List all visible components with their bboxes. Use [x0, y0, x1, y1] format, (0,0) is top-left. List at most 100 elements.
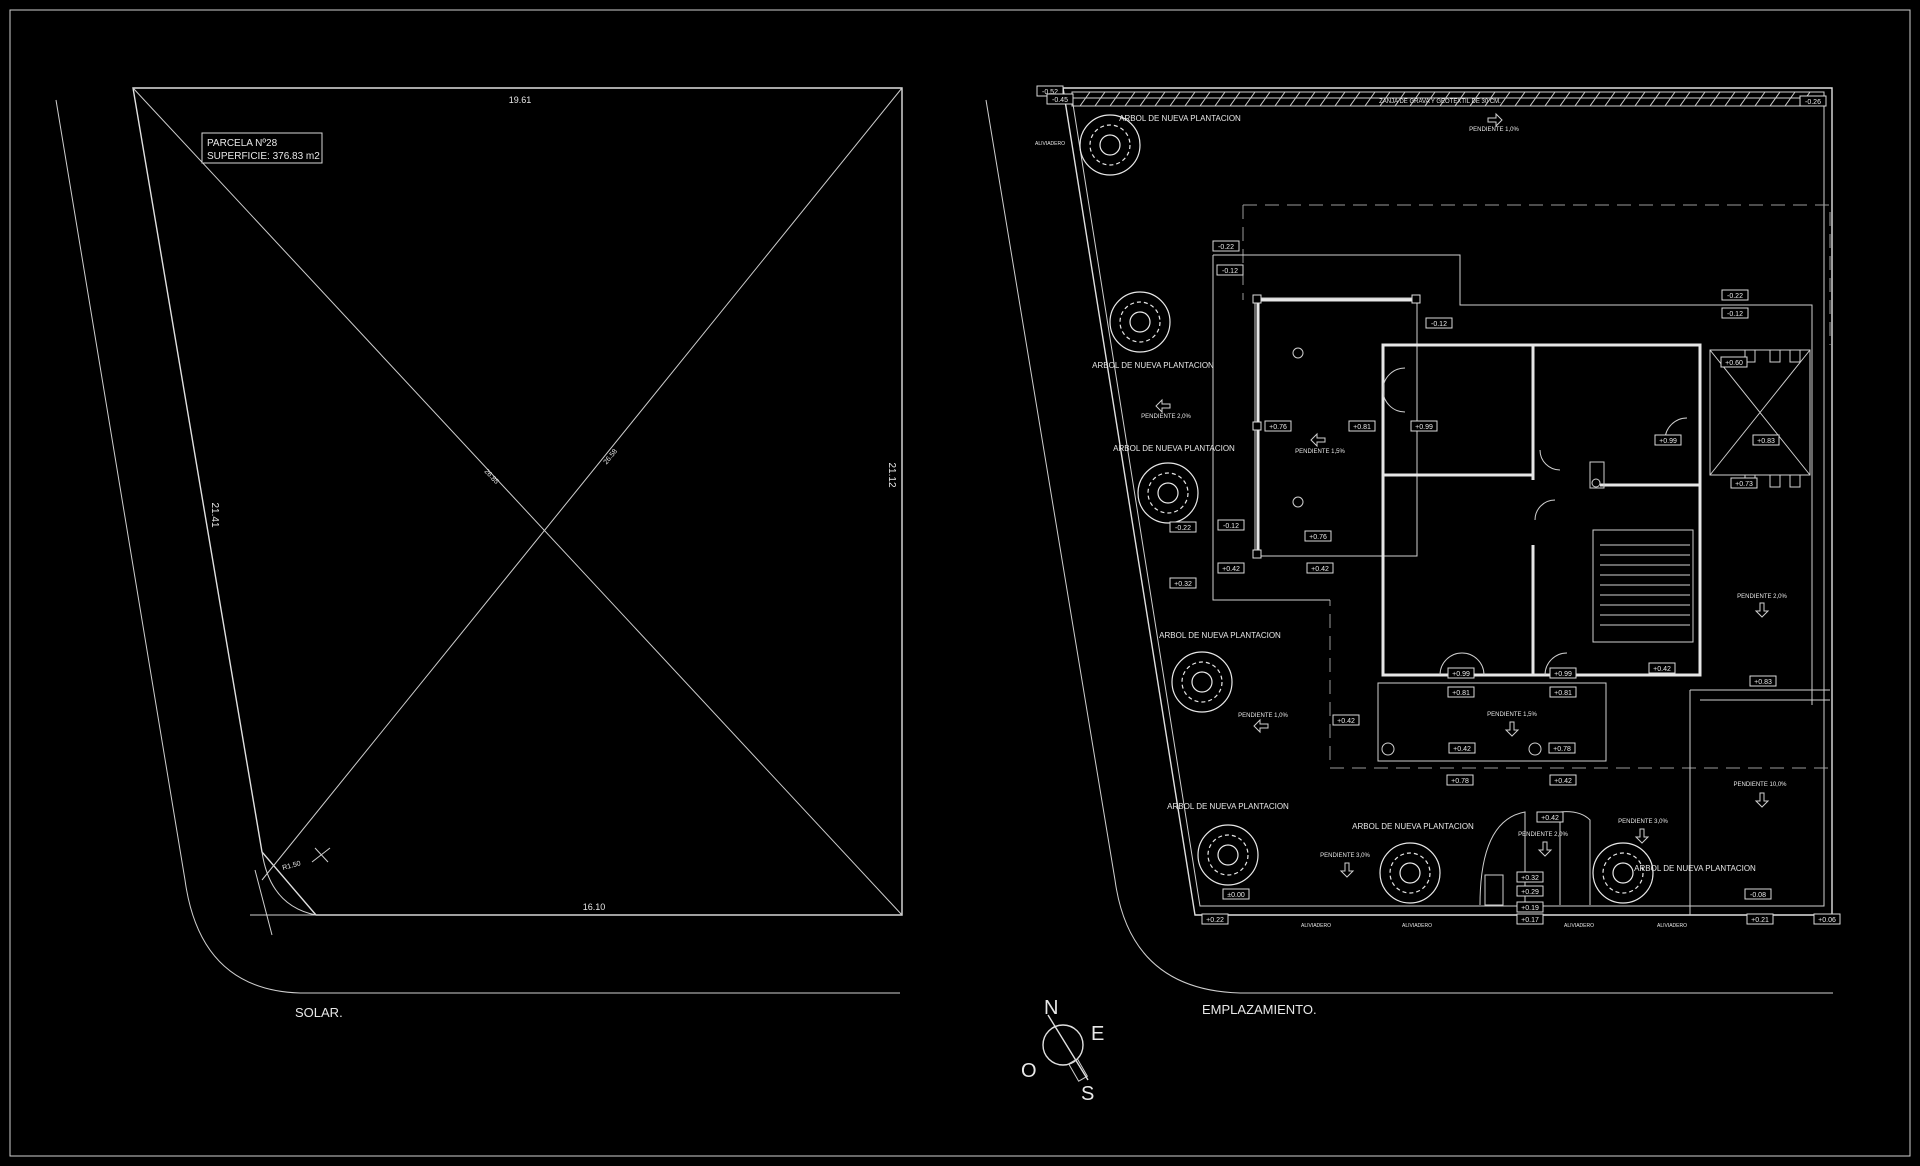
- tree-label: ARBOL DE NUEVA PLANTACION: [1113, 444, 1235, 453]
- level-tag: +0.42: [1311, 566, 1329, 573]
- level-tag-box: [1549, 774, 1577, 786]
- level-tag: +0.78: [1553, 746, 1571, 753]
- sink: [1591, 478, 1601, 488]
- level-tag-box: [1201, 913, 1229, 925]
- tree-labels: ARBOL DE NUEVA PLANTACION ARBOL DE NUEVA…: [1092, 114, 1756, 873]
- level-tag: +0.17: [1521, 917, 1539, 924]
- level-tag: -0.22: [1218, 244, 1234, 251]
- corner-mark-2: [314, 847, 329, 863]
- parcel-number: PARCELA Nº28: [207, 138, 278, 149]
- dim-top: 19.61: [509, 95, 532, 105]
- level-tag: -0.08: [1750, 892, 1766, 899]
- level-tag-box: [1212, 240, 1240, 252]
- site-title: EMPLAZAMIENTO.: [1202, 1002, 1317, 1017]
- level-tag: +0.19: [1521, 905, 1539, 912]
- level-tag-box: [1813, 913, 1841, 925]
- level-tag-box: [1516, 871, 1544, 883]
- level-tag: -0.12: [1431, 321, 1447, 328]
- level-tag-box: [1549, 686, 1577, 698]
- slope-arrows: [1155, 112, 1770, 878]
- level-tag-box: [1548, 742, 1576, 754]
- level-tag-box: [1516, 901, 1544, 913]
- level-tag-box: [1169, 577, 1197, 589]
- level-tag-box: [1217, 519, 1245, 531]
- parcel-surface: SUPERFICIE: 376.83 m2: [207, 151, 320, 162]
- level-tag: +0.78: [1451, 778, 1469, 785]
- level-tag: -0.22: [1727, 293, 1743, 300]
- tree: [1197, 824, 1259, 886]
- tree-label: ARBOL DE NUEVA PLANTACION: [1352, 822, 1474, 831]
- light-point: [1528, 742, 1542, 756]
- tree: [1592, 842, 1654, 904]
- slope-note: PENDIENTE 1,0%: [1238, 713, 1288, 719]
- pillar: [1252, 294, 1262, 304]
- tree: [1137, 462, 1199, 524]
- sheet-frame: [9, 9, 1911, 1157]
- level-tag-box: [1304, 530, 1332, 542]
- driveway: [1689, 689, 1830, 915]
- slope-note: PENDIENTE 3,0%: [1320, 853, 1370, 859]
- level-tags: -0.52-0.45-0.26-0.22-0.12-0.22-0.12-0.12…: [1036, 85, 1841, 925]
- gravel-note: ZANJA DE GRAVA Y GEOTEXTIL DE 30 CM.: [1379, 99, 1501, 105]
- level-tag: +0.99: [1659, 438, 1677, 445]
- house-outline: [1381, 343, 1702, 677]
- carport-posts: [1744, 349, 1801, 488]
- compass-west: O: [1021, 1060, 1037, 1082]
- gravel-hatch: [1079, 91, 1811, 107]
- pillar: [1411, 294, 1421, 304]
- drain-labels: ALIVIADERO ALIVIADERO ALIVIADERO ALIVIAD…: [1035, 141, 1687, 929]
- level-tag: -0.22: [1175, 525, 1191, 532]
- tree: [1079, 114, 1141, 176]
- stair-steps: [1600, 544, 1690, 626]
- compass-needle: [1047, 1014, 1089, 1081]
- tree: [1379, 842, 1441, 904]
- trees: [1079, 114, 1654, 904]
- drain-label: ALIVIADERO: [1564, 923, 1594, 929]
- solar-title: SOLAR.: [295, 1005, 343, 1020]
- slope-note: PENDIENTE 10,0%: [1733, 782, 1787, 788]
- site-plan: ZANJA DE GRAVA Y GEOTEXTIL DE 30 CM.: [985, 87, 1833, 994]
- drain-label: ALIVIADERO: [1657, 923, 1687, 929]
- level-tag-box: [1799, 95, 1827, 107]
- level-tag: +0.42: [1653, 666, 1671, 673]
- meter-box: [1484, 874, 1504, 906]
- level-tag: +0.29: [1521, 889, 1539, 896]
- tree-label: ARBOL DE NUEVA PLANTACION: [1119, 114, 1241, 123]
- level-tag-box: [1222, 888, 1250, 900]
- level-tag-box: [1744, 888, 1772, 900]
- setback-dashed-line: [1242, 204, 1831, 769]
- stairs: [1592, 529, 1694, 643]
- level-tag-box: [1720, 356, 1748, 368]
- dim-right: 21.12: [886, 462, 897, 487]
- level-tag: -0.52: [1042, 89, 1058, 96]
- site-inner-outline: [1071, 97, 1825, 907]
- level-tag: ±0.00: [1227, 892, 1245, 899]
- level-tag-box: [1516, 885, 1544, 897]
- parcel-info-box: [201, 132, 323, 164]
- tree: [1109, 291, 1171, 353]
- solar-plan: PARCELA Nº28 SUPERFICIE: 376.83 m2 19.61…: [55, 87, 903, 1020]
- level-tag-box: [1746, 913, 1774, 925]
- level-tag-box: [1447, 686, 1475, 698]
- tree-label: ARBOL DE NUEVA PLANTACION: [1634, 864, 1756, 873]
- level-tag: +0.32: [1521, 875, 1539, 882]
- light-point: [1292, 496, 1304, 508]
- level-tag: -0.12: [1727, 311, 1743, 318]
- level-tag: -0.12: [1222, 268, 1238, 275]
- level-tag: -0.12: [1223, 523, 1239, 530]
- level-tag: +0.42: [1541, 815, 1559, 822]
- level-tag-box: [1447, 667, 1475, 679]
- carport: [1709, 349, 1811, 476]
- level-tag-box: [1654, 434, 1682, 446]
- site-curb-line: [985, 99, 1833, 994]
- level-tag: +0.42: [1337, 718, 1355, 725]
- level-tag-box: [1169, 521, 1197, 533]
- slope-note: PENDIENTE 2,0%: [1518, 832, 1568, 838]
- level-tag: +0.81: [1353, 424, 1371, 431]
- slope-note: PENDIENTE 2,0%: [1141, 414, 1191, 420]
- level-tag-box: [1264, 420, 1292, 432]
- corner-radius: R1.50: [282, 860, 302, 872]
- level-tag: +0.99: [1415, 424, 1433, 431]
- slope-note: PENDIENTE 3,0%: [1618, 819, 1668, 825]
